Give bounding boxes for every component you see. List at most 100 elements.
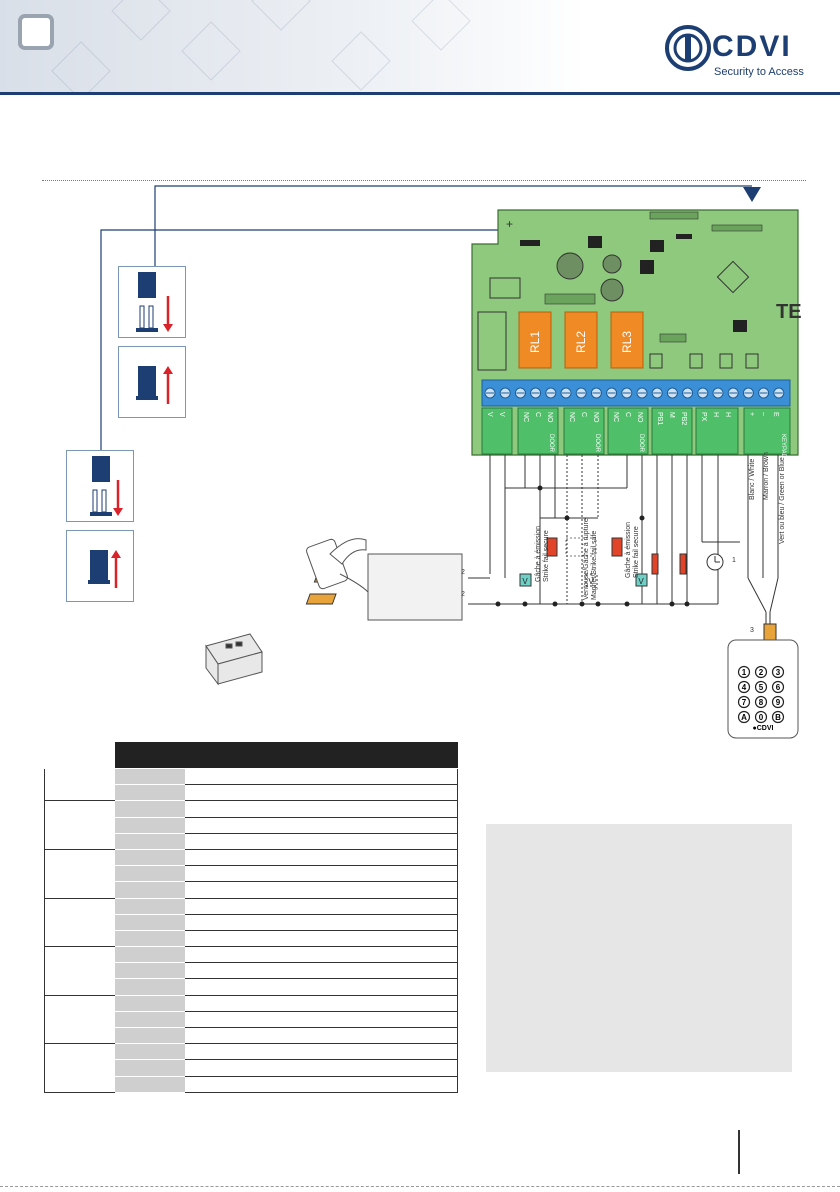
table-group-cell <box>44 848 115 899</box>
decor-shape <box>181 21 241 81</box>
table-desc-cell <box>184 898 458 915</box>
wire-white-label: Blanc / White <box>749 459 756 500</box>
decor-shape <box>411 0 471 51</box>
svg-text:TE: TE <box>776 301 802 323</box>
keypad-key <box>754 665 768 679</box>
keypad-key-label: 8 <box>759 698 764 707</box>
relay-label-rl3: RL3 <box>620 331 634 353</box>
section-divider <box>42 180 806 181</box>
table-row <box>45 962 458 980</box>
table-code-cell <box>114 930 185 948</box>
keypad-key <box>754 710 768 724</box>
keypad-key-label: 6 <box>776 683 781 692</box>
table-code-cell <box>114 1076 185 1093</box>
jumper-open-card <box>118 266 186 338</box>
v-marker <box>585 573 598 587</box>
maglock-label: Ventouse/Gâche à ruptureMagnet/Strike fa… <box>583 518 598 600</box>
table-desc-cell <box>184 768 458 786</box>
relay-rl1 <box>518 311 552 369</box>
strike-icon <box>611 537 623 557</box>
push-button-icon <box>679 553 687 575</box>
table-row <box>45 881 458 899</box>
page-trim-line <box>0 1186 840 1187</box>
brand-name: CDVI <box>712 30 792 63</box>
relay-rl2 <box>564 311 598 369</box>
terminal-pin-label: V <box>498 412 505 417</box>
terminal-sub-label: DOOR <box>638 434 644 453</box>
table-desc-cell <box>184 1059 458 1077</box>
terminal-sub-label: KEYPAD <box>780 434 786 459</box>
terminal-pin-label: C <box>580 412 587 417</box>
table-group-cell <box>44 767 115 802</box>
table-group-cell <box>44 1043 115 1093</box>
terminal-pin-label: C <box>534 412 541 417</box>
keypad-key <box>737 710 751 724</box>
keypad-key <box>754 695 768 709</box>
terminal-pin-label: V <box>486 412 493 417</box>
connection-arrow-icon <box>743 187 761 202</box>
power-supply-box <box>367 553 463 621</box>
table-code-cell <box>114 817 185 834</box>
terminal-block <box>481 407 513 455</box>
wiring-table <box>44 742 458 1093</box>
table-code-cell <box>114 995 185 1012</box>
terminal-pin-label: PB1 <box>656 412 663 425</box>
terminal-block <box>743 407 791 455</box>
keypad-key-label: A <box>741 713 747 722</box>
svg-text:1: 1 <box>732 557 736 564</box>
table-code-cell <box>114 865 185 883</box>
keypad-key-label: 5 <box>759 683 764 692</box>
terminal-pin-label: H <box>712 412 719 417</box>
table-code-cell <box>114 1059 185 1077</box>
keypad-key <box>771 710 785 724</box>
table-code-cell <box>114 800 185 818</box>
table-row <box>44 946 458 996</box>
table-group-cell <box>44 994 115 1045</box>
keypad-key-label: B <box>775 713 781 722</box>
cable-connector <box>305 593 337 605</box>
decor-shape <box>331 31 391 91</box>
terminal-pin-label: M <box>668 412 675 418</box>
keypad-key-label: 1 <box>742 668 747 677</box>
table-row <box>45 978 458 996</box>
terminal-block <box>651 407 693 455</box>
keypad-key-label: 4 <box>742 683 747 692</box>
table-desc-cell <box>184 1076 458 1093</box>
table-row <box>45 1027 458 1045</box>
terminal-pin-label: PB2 <box>680 412 687 425</box>
table-desc-cell <box>184 881 458 899</box>
terminal-block <box>695 407 739 455</box>
keypad-key <box>737 695 751 709</box>
terminal-pin-label: C <box>624 412 631 417</box>
jumper-connection-line <box>154 185 752 266</box>
keypad-key <box>771 680 785 694</box>
keypad-key <box>754 680 768 694</box>
table-row <box>45 930 458 948</box>
wires <box>468 455 779 642</box>
table-desc-cell <box>184 930 458 948</box>
table-row <box>45 817 458 834</box>
terminal-sub-label: DOOR <box>594 434 600 453</box>
table-row <box>44 897 458 948</box>
terminal-pin-label: H <box>724 412 731 417</box>
table-desc-cell <box>184 1011 458 1029</box>
table-desc-cell <box>184 995 458 1012</box>
table-code-cell <box>114 946 185 964</box>
keypad-key <box>771 665 785 679</box>
keypad-brand-label: ●CDVI <box>753 725 774 732</box>
relay-label-rl1: RL1 <box>528 331 542 353</box>
table-desc-cell <box>184 833 458 850</box>
terminal-pin-label: NO <box>546 412 553 423</box>
table-code-cell <box>114 833 185 850</box>
v-marker <box>635 573 648 587</box>
table-desc-cell <box>184 817 458 834</box>
keypad-key <box>771 695 785 709</box>
wire-brown-label: Marron / Brown <box>763 452 770 500</box>
terminal-pin-label: E <box>772 412 779 417</box>
keypad-key-label: 0 <box>759 713 764 722</box>
terminal-pin-label: NC <box>568 412 575 422</box>
table-row <box>45 1076 458 1093</box>
svg-text:V: V <box>522 577 528 586</box>
